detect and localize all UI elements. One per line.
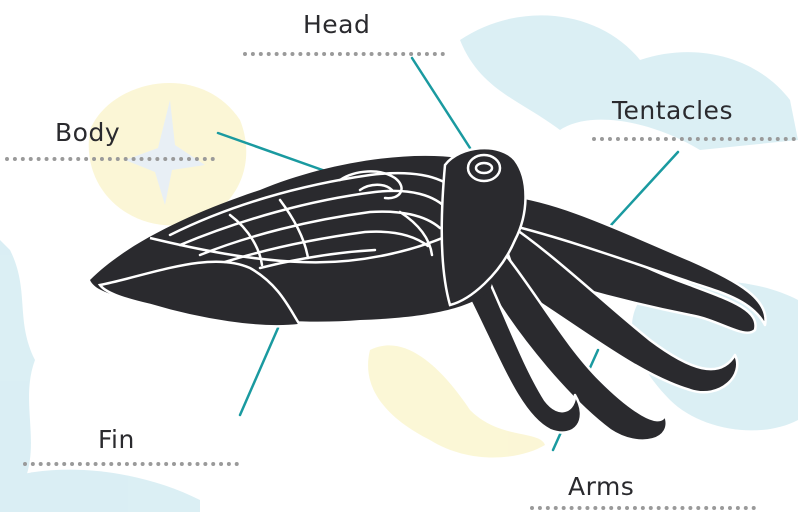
label-head: Head [303,10,370,39]
label-tentacles: Tentacles [612,96,733,125]
label-arms: Arms [568,472,634,501]
bg-seaweed-left [0,240,35,512]
dots-fin [23,462,239,466]
bg-bottom-left-blob [0,470,200,512]
dots-tentacles [592,137,796,141]
pointer-head [412,58,470,148]
label-fin: Fin [98,425,135,454]
dots-arms [530,506,756,510]
dots-head [243,52,445,56]
eye-icon [468,155,500,181]
pointer-fin [240,328,278,415]
bg-octopus-shape [460,15,798,150]
label-body: Body [55,118,120,147]
dots-body [5,157,215,161]
